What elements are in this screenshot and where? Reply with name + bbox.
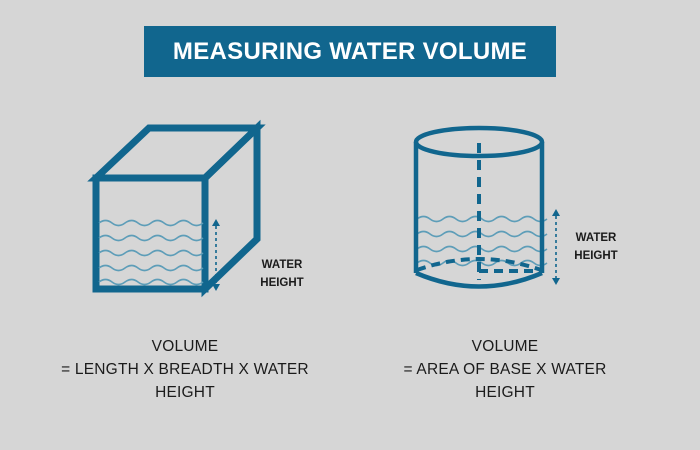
cuboid-water-waves	[98, 219, 204, 286]
cuboid-formula-line3: HEIGHT	[155, 384, 215, 401]
cylinder-height-label-line1: WATER	[575, 232, 617, 244]
cuboid-height-arrow	[212, 219, 220, 291]
cylinder-formula-line1: VOLUME	[471, 338, 539, 355]
cuboid-water-height-label: WATER HEIGHT	[252, 256, 312, 292]
cylinder-height-label-line2: HEIGHT	[574, 250, 618, 262]
cuboid-volume-formula: VOLUME = LENGTH X BREADTH X WATER HEIGHT	[30, 335, 340, 404]
cylinder-tank	[413, 125, 560, 289]
cuboid-front-face	[92, 174, 209, 293]
cuboid-height-label-line1: WATER	[261, 259, 303, 271]
cylinder-volume-formula: VOLUME = AREA OF BASE X WATER HEIGHT	[365, 335, 645, 404]
diagram-title: MEASURING WATER VOLUME	[144, 26, 556, 77]
cylinder-water-height-label: WATER HEIGHT	[566, 229, 626, 265]
cuboid-height-label-line2: HEIGHT	[260, 277, 304, 289]
cylinder-base-front-edge	[415, 270, 543, 289]
cylinder-formula-line2: = AREA OF BASE X WATER	[403, 361, 607, 378]
cuboid-side-face	[201, 119, 261, 298]
cuboid-tank	[87, 119, 266, 298]
cylinder-height-arrow	[552, 209, 560, 285]
cuboid-formula-line2: = LENGTH X BREADTH X WATER	[61, 361, 309, 378]
cylinder-base-back-edge	[416, 257, 542, 272]
cylinder-formula-line3: HEIGHT	[475, 384, 535, 401]
cuboid-formula-line1: VOLUME	[151, 338, 219, 355]
